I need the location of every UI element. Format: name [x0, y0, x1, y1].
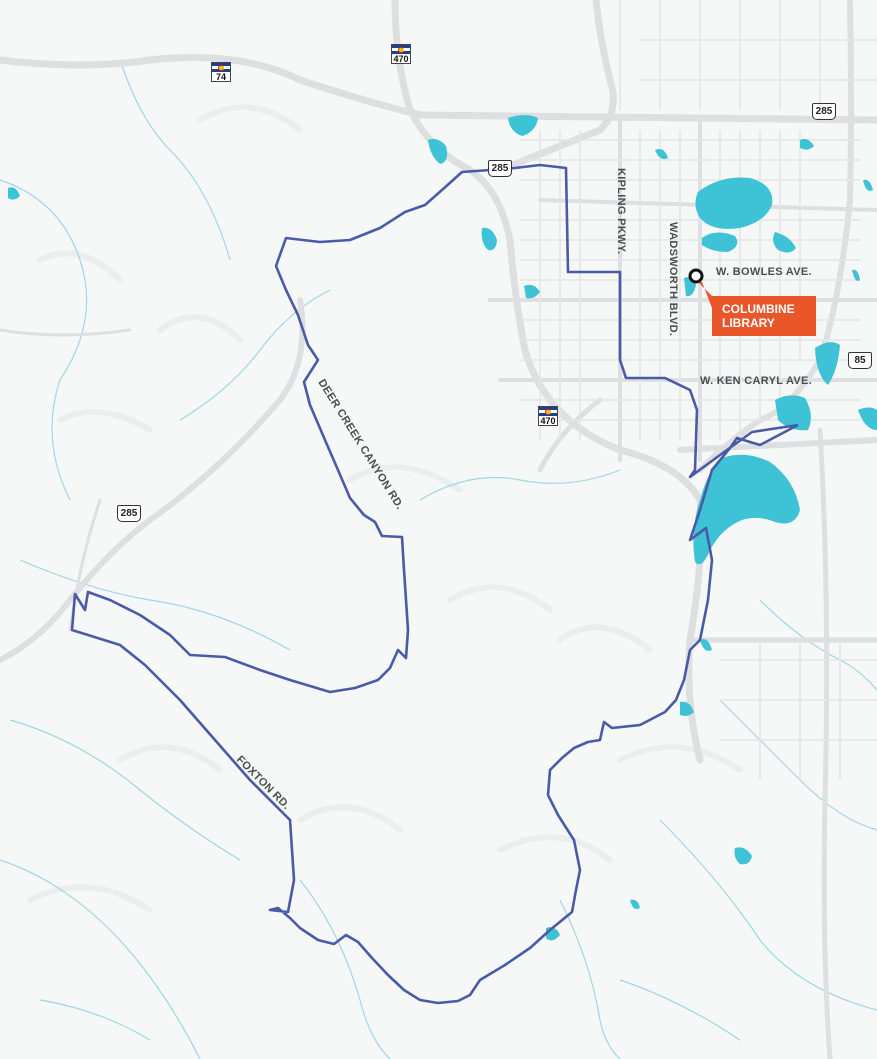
callout-leader: [698, 282, 712, 308]
water-bodies: [8, 115, 877, 941]
columbine-library-callout[interactable]: COLUMBINE LIBRARY: [712, 296, 816, 336]
co-470-shield: 470: [391, 44, 411, 64]
lake-pond-1: [481, 227, 497, 251]
lake-pond-10: [852, 269, 860, 281]
lake-marston: [695, 177, 773, 229]
label-wadsworth: WADSWORTH BLVD.: [667, 222, 679, 336]
lake-bowles: [702, 232, 738, 252]
label-ken-caryl: W. KEN CARYL AVE.: [700, 375, 812, 387]
lake-chatfield: [693, 454, 800, 565]
lake-nw-2: [428, 138, 448, 164]
library-location-marker[interactable]: [688, 268, 704, 284]
lake-pond-6: [546, 927, 560, 941]
callout-line-1: COLUMBINE: [722, 302, 795, 316]
lake-pond-8: [800, 138, 814, 150]
lake-ne: [858, 407, 877, 430]
route-outline[interactable]: [70, 163, 799, 1005]
label-deer-creek: DEER CREEK CANYON RD.: [315, 377, 405, 512]
label-kipling: KIPLING PKWY.: [615, 168, 627, 254]
label-bowles: W. BOWLES AVE.: [716, 266, 812, 278]
lake-pond-13: [630, 899, 640, 909]
lake-pond-11: [863, 179, 873, 191]
label-foxton: FOXTON RD.: [234, 754, 292, 812]
us-285-shield: 285: [488, 160, 512, 177]
lake-pond-2: [524, 284, 540, 299]
lake-pond-7: [8, 187, 20, 200]
lake-nw-1: [508, 115, 538, 136]
co-470-shield: 470: [538, 406, 558, 426]
us-85-shield: 85: [848, 352, 872, 369]
lake-east: [815, 342, 840, 385]
co-74-shield: 74: [211, 62, 231, 82]
streams: [0, 59, 877, 1059]
lake-pond-9: [655, 149, 668, 159]
us-285-shield: 285: [117, 505, 141, 522]
lake-pond-5: [680, 701, 694, 716]
us-285-shield: 285: [812, 103, 836, 120]
lake-south-platte: [775, 395, 811, 431]
callout-line-2: LIBRARY: [722, 316, 775, 330]
lake-bowles-small: [773, 232, 796, 253]
terrain-texture: [27, 104, 743, 913]
lake-pond-12: [700, 639, 712, 651]
lake-pond-4: [734, 847, 752, 865]
